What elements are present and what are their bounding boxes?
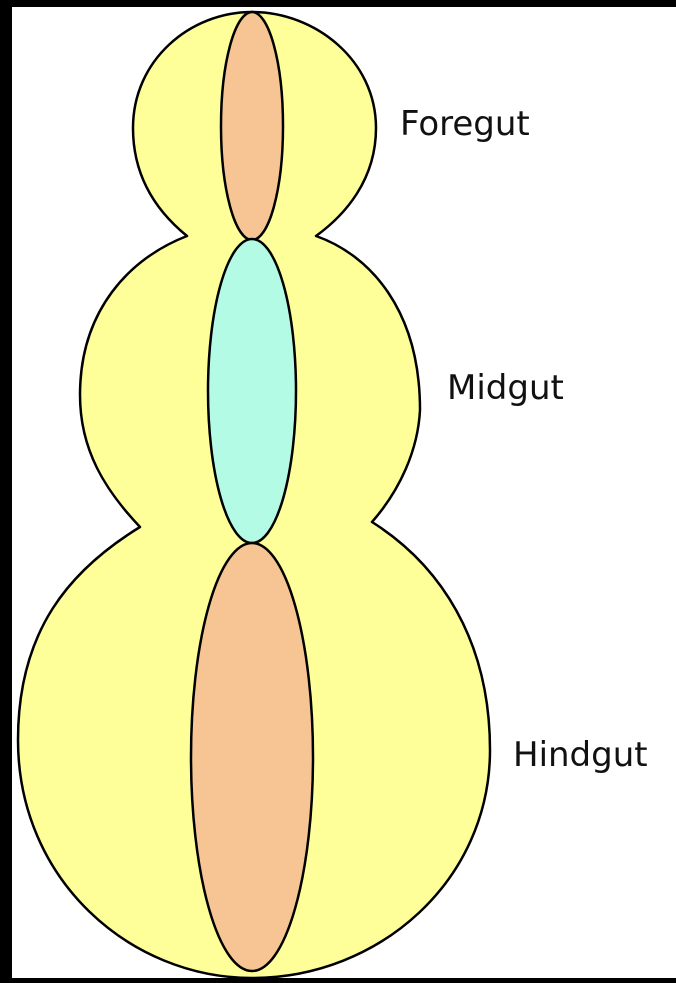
hindgut-ellipse: [191, 543, 313, 971]
midgut-label: Midgut: [447, 371, 564, 405]
foregut-label: Foregut: [400, 107, 530, 141]
midgut-ellipse: [208, 239, 296, 543]
foregut-ellipse: [221, 12, 283, 240]
hindgut-label: Hindgut: [513, 738, 648, 772]
